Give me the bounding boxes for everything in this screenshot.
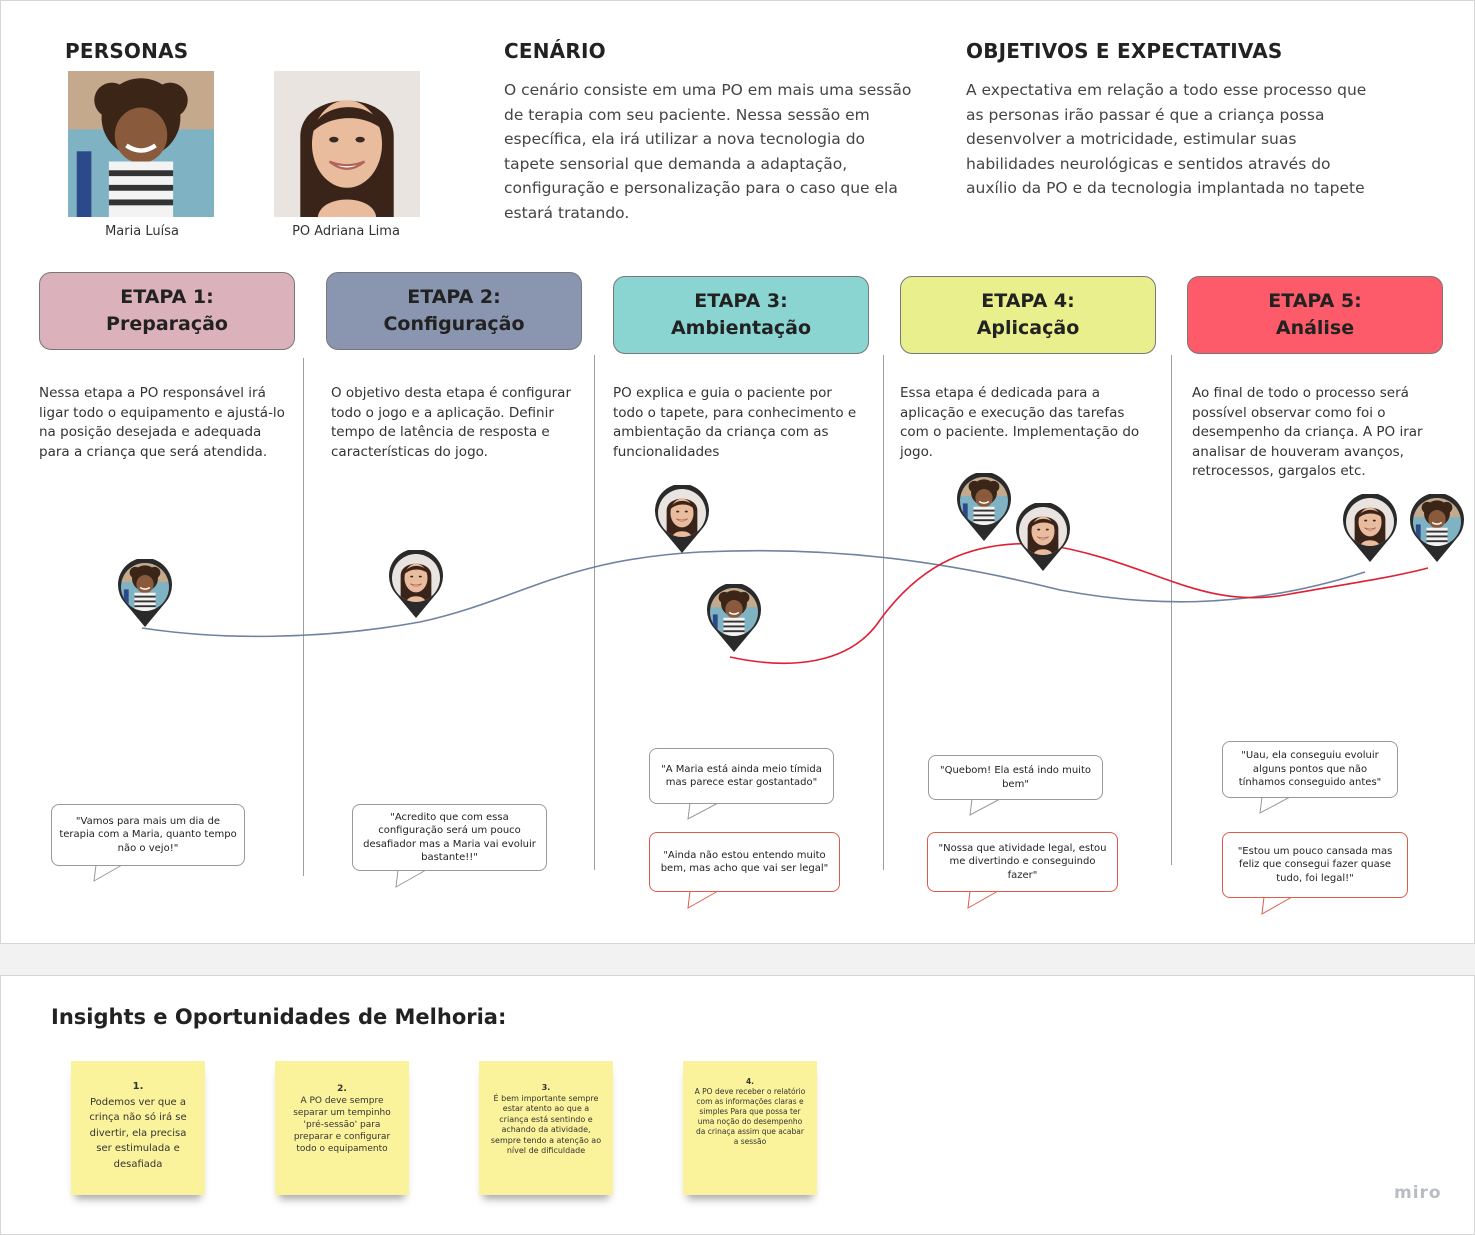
po-emotion-line	[141, 549, 1366, 638]
sticky-note-number: 2.	[337, 1084, 347, 1094]
stage-3-child-quote: "Ainda não estou entendo muito bem, mas …	[649, 832, 840, 892]
stage-2-po-quote: "Acredito que com essa configuração será…	[352, 804, 547, 871]
persona-1-name: Maria Luísa	[105, 224, 179, 239]
stage-5-po-quote: "Uau, ela conseguiu evoluir alguns ponto…	[1222, 741, 1398, 798]
stage-2-title: ETAPA 2:	[407, 286, 501, 308]
scenario-heading: CENÁRIO	[504, 39, 606, 63]
sticky-note-text: Podemos ver que a crinça não só irá se d…	[89, 1096, 187, 1170]
stage-5-card: ETAPA 5: Análise	[1187, 276, 1443, 354]
stage-divider	[883, 355, 884, 870]
sticky-note-4[interactable]: 4. A PO deve receber o relatório com as …	[683, 1061, 817, 1195]
stage-3-name: Ambientação	[670, 317, 812, 339]
sticky-note-text: É bem importante sempre estar atento ao …	[490, 1093, 602, 1156]
stage-4-name: Aplicação	[976, 317, 1080, 339]
stage-2-card: ETAPA 2: Configuração	[326, 272, 582, 350]
sticky-note-1[interactable]: 1. Podemos ver que a crinça não só irá s…	[71, 1061, 205, 1195]
stage-1-title: ETAPA 1:	[120, 286, 214, 308]
child-pin-stage-5	[1410, 494, 1464, 562]
child-pin-stage-3	[707, 584, 761, 652]
sticky-note-text: A PO deve sempre separar um tempinho 'pr…	[293, 1096, 391, 1154]
stage-4-title: ETAPA 4:	[981, 290, 1075, 312]
sticky-note-number: 3.	[541, 1083, 551, 1092]
stage-3-card: ETAPA 3: Ambientação	[613, 276, 869, 354]
sticky-note-text: A PO deve receber o relatório com as inf…	[694, 1087, 806, 1146]
stage-4-child-quote: "Nossa que atividade legal, estou me div…	[927, 832, 1118, 892]
personas-heading: PERSONAS	[65, 39, 189, 63]
goals-heading: OBJETIVOS E EXPECTATIVAS	[966, 39, 1283, 63]
stage-4-description: Essa etapa é dedicada para a aplicação e…	[900, 385, 1140, 460]
stage-1-description: Nessa etapa a PO responsável irá ligar t…	[39, 385, 285, 460]
stage-divider	[594, 355, 595, 870]
sticky-note-number: 1.	[132, 1081, 144, 1092]
sticky-note-3[interactable]: 3. É bem importante sempre estar atento …	[479, 1061, 613, 1195]
stage-2-name: Configuração	[383, 313, 525, 335]
stage-5-description: Ao final de todo o processo será possíve…	[1192, 385, 1423, 479]
child-pin-stage-4	[957, 473, 1011, 541]
stage-3-po-quote: "A Maria está ainda meio tímida mas pare…	[649, 748, 834, 804]
po-pin-stage-3	[655, 485, 709, 553]
po-pin-stage-2	[389, 550, 443, 618]
insights-heading: Insights e Oportunidades de Melhoria:	[51, 1005, 507, 1029]
stage-3-title: ETAPA 3:	[694, 290, 788, 312]
sticky-note-number: 4.	[745, 1077, 755, 1086]
stage-divider	[303, 358, 304, 876]
stage-5-name: Análise	[1275, 317, 1355, 339]
stage-2-description: O objetivo desta etapa é configurar todo…	[331, 385, 571, 460]
stage-1-po-quote: "Vamos para mais um dia de terapia com a…	[51, 804, 245, 866]
persona-2-name: PO Adriana Lima	[292, 224, 400, 239]
child-pin-stage-1	[118, 559, 172, 627]
stage-4-card: ETAPA 4: Aplicação	[900, 276, 1156, 354]
sticky-note-2[interactable]: 2. A PO deve sempre separar um tempinho …	[275, 1061, 409, 1195]
stage-3-description: PO explica e guia o paciente por todo o …	[613, 385, 857, 460]
scenario-text: O cenário consiste em uma PO em mais uma…	[504, 81, 912, 222]
stage-1-name: Preparação	[106, 313, 228, 335]
miro-logo: miro	[1394, 1183, 1442, 1203]
stage-5-child-quote: "Estou um pouco cansada mas feliz que co…	[1222, 832, 1408, 898]
po-pin-stage-5	[1343, 494, 1397, 562]
stage-1-card: ETAPA 1: Preparação	[39, 272, 295, 350]
po-pin-stage-4	[1016, 503, 1070, 571]
stage-divider	[1171, 355, 1172, 865]
stage-5-title: ETAPA 5:	[1268, 290, 1362, 312]
stage-4-po-quote: "Quebom! Ela está indo muito bem"	[928, 755, 1103, 800]
speech-bubble-tails	[93, 796, 1293, 915]
goals-text: A expectativa em relação a todo esse pro…	[966, 81, 1367, 197]
